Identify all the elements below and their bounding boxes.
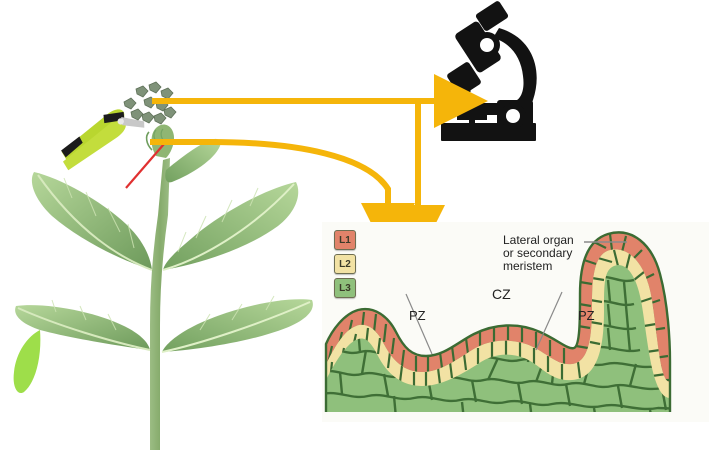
- dissection-cut-line: [125, 143, 165, 189]
- dissecting-forceps: [61, 109, 145, 171]
- leader-pz-right: [535, 291, 563, 351]
- legend-item-l2: L2: [334, 254, 356, 274]
- intact-plant: [13, 124, 313, 450]
- label-peripheral-zone-right: PZ: [578, 308, 595, 323]
- plant-stem: [150, 158, 170, 450]
- label-lateral-organ: Lateral organ or secondary meristem: [503, 233, 574, 273]
- leaf-mid-left: [15, 305, 150, 350]
- leader-pz-left: [405, 293, 433, 355]
- legend-item-l3: L3: [334, 278, 356, 298]
- label-central-zone: CZ: [492, 286, 511, 302]
- leaf-mid-right: [162, 299, 313, 352]
- leaf-apical-small: [165, 138, 221, 183]
- legend-item-l1: L1: [334, 230, 356, 250]
- meristem-cross-section: [322, 222, 709, 422]
- leaf-upper-left: [31, 172, 152, 270]
- arrow-primordia-to-microscope: [150, 74, 488, 259]
- label-peripheral-zone-left: PZ: [409, 308, 426, 323]
- leaf-tip-yellowing: [13, 330, 41, 394]
- leaf-upper-right: [163, 182, 299, 270]
- dissected-leaf-primordia: [123, 81, 177, 125]
- tissue-outline: [324, 231, 672, 412]
- layer-legend: L1 L2 L3: [334, 230, 360, 302]
